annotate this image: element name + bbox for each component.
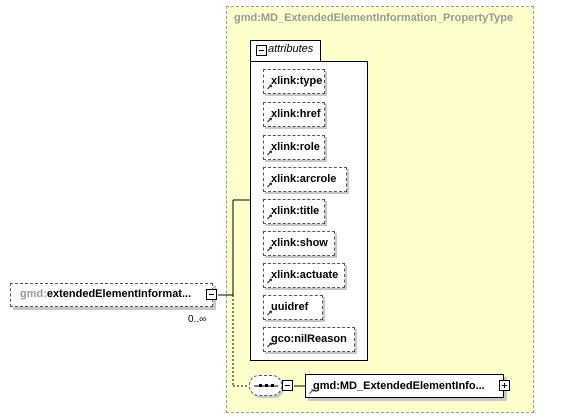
sequence-compositor[interactable]: [249, 375, 282, 396]
attribute-arrow-icon: ↗: [266, 341, 273, 350]
attribute-label: gco:nilReason: [271, 333, 347, 345]
extended-element-information-element[interactable]: [10, 283, 213, 307]
attribute-arrow-icon: ↗: [266, 149, 273, 158]
attributes-tab: [250, 40, 321, 62]
attribute-arrow-icon: ↗: [266, 181, 273, 190]
sequence-collapse-icon[interactable]: [282, 380, 293, 391]
attribute-xlink-href[interactable]: ↗ xlink:href: [263, 102, 325, 127]
attribute-xlink-actuate[interactable]: ↗ xlink:actuate: [263, 263, 345, 288]
main-element-label: gmd:extendedElementInformat...: [20, 288, 191, 300]
attribute-label: xlink:actuate: [271, 269, 339, 281]
occurrence-label: 0..∞: [188, 314, 207, 325]
attribute-label: xlink:href: [271, 108, 321, 120]
attribute-xlink-type[interactable]: ↗ xlink:type: [263, 69, 325, 94]
attribute-gco-nilreason[interactable]: ↗ gco:nilReason: [263, 327, 355, 352]
attribute-label: xlink:show: [271, 237, 328, 249]
sequence-icon: [254, 384, 278, 387]
attribute-arrow-icon: ↗: [266, 83, 273, 92]
attribute-arrow-icon: ↗: [266, 309, 273, 318]
attribute-arrow-icon: ↗: [266, 213, 273, 222]
attribute-xlink-title[interactable]: ↗ xlink:title: [263, 199, 325, 224]
main-element-name: extendedElementInformat...: [46, 288, 192, 300]
main-element-prefix: gmd:: [20, 288, 47, 300]
attribute-arrow-icon: ↗: [266, 245, 273, 254]
attribute-xlink-show[interactable]: ↗ xlink:show: [263, 231, 335, 256]
attribute-xlink-arcrole[interactable]: ↗ xlink:arcrole: [263, 167, 347, 192]
attribute-label: uuidref: [271, 301, 309, 313]
attributes-label: attributes: [268, 43, 314, 55]
attribute-label: xlink:type: [271, 75, 323, 87]
attribute-uuidref[interactable]: ↗ uuidref: [263, 295, 323, 320]
attribute-label: xlink:title: [271, 205, 320, 217]
attribute-arrow-icon: ↗: [266, 277, 273, 286]
attributes-collapse-icon[interactable]: [256, 45, 267, 56]
attribute-arrow-icon: ↗: [266, 116, 273, 125]
child-expand-icon[interactable]: [499, 380, 510, 391]
attribute-label: xlink:role: [271, 141, 320, 153]
main-element-collapse-icon[interactable]: [206, 289, 217, 300]
attribute-label: xlink:arcrole: [271, 173, 337, 185]
child-arrow-icon: ↗: [308, 387, 315, 396]
attribute-xlink-role[interactable]: ↗ xlink:role: [263, 135, 325, 160]
child-element-label: gmd:MD_ExtendedElementInfo...: [313, 380, 485, 392]
property-type-title: gmd:MD_ExtendedElementInformation_Proper…: [234, 12, 514, 24]
